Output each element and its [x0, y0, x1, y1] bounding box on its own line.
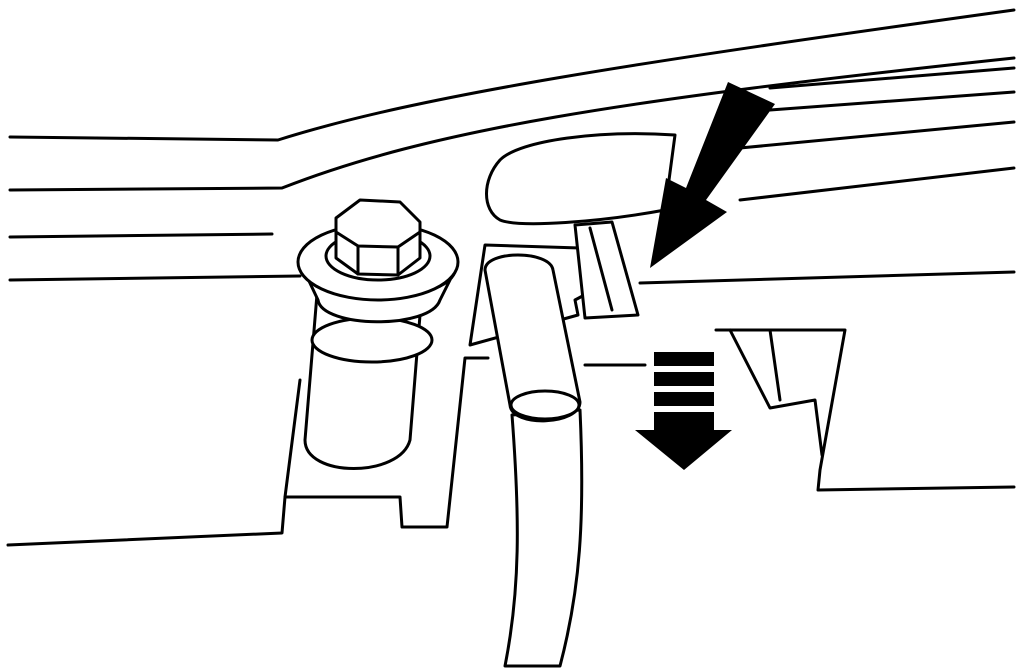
wire-connector [483, 253, 582, 423]
rail-body [485, 132, 677, 226]
arrow-dash-1 [654, 352, 714, 366]
plate-side-step [283, 378, 302, 499]
hex-nut [334, 198, 422, 277]
upper-rail [485, 132, 677, 226]
plate-right-notch [714, 328, 1016, 492]
stud-collar [310, 316, 434, 364]
panel-groove-line-4 [738, 166, 1016, 202]
panel-groove-line-2 [768, 90, 1016, 112]
plate-notch-tab [728, 328, 824, 457]
clip-inner-line [588, 226, 614, 312]
arrow-dash-3 [654, 392, 714, 406]
arrow-stem [654, 412, 714, 432]
mounting-plate [6, 328, 1016, 547]
upper-panel [8, 8, 1016, 285]
panel-edge-line-3 [8, 232, 274, 239]
panel-edge-line-2 [8, 56, 1016, 192]
panel-edge-line-1 [8, 8, 1016, 142]
clip-body [573, 220, 640, 320]
plate-outline [6, 356, 490, 547]
wire-cable [503, 408, 584, 668]
hex-nut-face-1 [334, 230, 422, 249]
panel-groove-line-3 [738, 120, 1016, 150]
pointer-arrow-icon [650, 82, 775, 268]
wire-assembly [483, 253, 584, 668]
plate-notch-fold [768, 328, 782, 402]
retaining-clip [573, 220, 640, 320]
arrow-dash-2 [654, 372, 714, 386]
dashed-down-arrow-icon [635, 352, 732, 470]
panel-lower-edge [638, 270, 1016, 285]
panel-groove-line-1 [768, 66, 1016, 90]
arrow-head [635, 430, 732, 470]
bolt-assembly [296, 198, 460, 470]
connector-end [509, 389, 581, 421]
panel-edge-line-4 [8, 274, 302, 282]
pointer-arrow-shape [650, 82, 775, 268]
